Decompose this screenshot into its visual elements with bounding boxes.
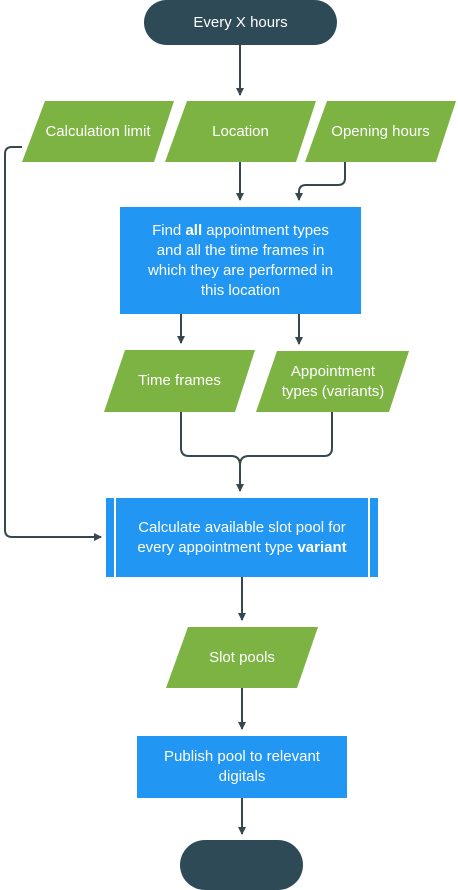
publish-label: Publish pool to relevant digitals (147, 736, 337, 798)
connector-appt-types-to-calc (239, 412, 333, 466)
connector-opening-hours-to-find (295, 162, 346, 201)
start-text: Every X hours (193, 13, 288, 31)
end-terminal (180, 840, 303, 890)
start-terminal (144, 0, 337, 45)
find-types-text-bold: all (185, 221, 203, 239)
calc-pool-text: Calculate available slot pool for every … (124, 518, 360, 558)
location-text: Location (212, 122, 269, 140)
appt-types-io-shape (256, 351, 409, 412)
time-frames-label: Time frames (104, 350, 255, 412)
slot-pools-text: Slot pools (209, 648, 275, 666)
find-types-text: Find all appointment types and all the t… (138, 221, 343, 301)
appt-types-label: Appointment types (variants) (276, 351, 390, 412)
opening-hours-text: Opening hours (331, 122, 430, 140)
calc-limit-io-shape (22, 101, 174, 162)
find-types-text-pre: Find (152, 221, 186, 239)
slot-pools-label: Slot pools (166, 627, 318, 688)
appt-types-text: Appointment types (variants) (281, 362, 385, 400)
time-frames-io-shape (104, 350, 255, 412)
end-label (180, 840, 303, 890)
find-types-label: Find all appointment types and all the t… (138, 207, 343, 314)
calc-pool-text-bold: variant (297, 538, 347, 556)
calc-limit-label: Calculation limit (22, 101, 174, 162)
opening-hours-label: Opening hours (305, 101, 456, 162)
calc-pool-label: Calculate available slot pool for every … (124, 498, 360, 577)
publish-text: Publish pool to relevant digitals (164, 748, 320, 785)
location-io-shape (165, 101, 316, 162)
find-types-process-shape (120, 207, 361, 314)
calc-pool-process-shape (106, 498, 378, 577)
calc-limit-text: Calculation limit (45, 122, 151, 140)
time-frames-text: Time frames (138, 372, 221, 389)
connector-calc-limit-to-calc (4, 146, 102, 541)
connector-time-frames-to-calc (180, 412, 244, 492)
opening-hours-io-shape (305, 101, 456, 162)
publish-process-shape (137, 736, 347, 798)
calc-pool-text-pre: Calculate available slot pool for every … (137, 518, 346, 556)
find-types-text-post: appointment types and all the time frame… (147, 221, 334, 299)
slot-pools-io-shape (166, 627, 318, 688)
location-label: Location (165, 101, 316, 162)
start-label: Every X hours (144, 0, 337, 45)
